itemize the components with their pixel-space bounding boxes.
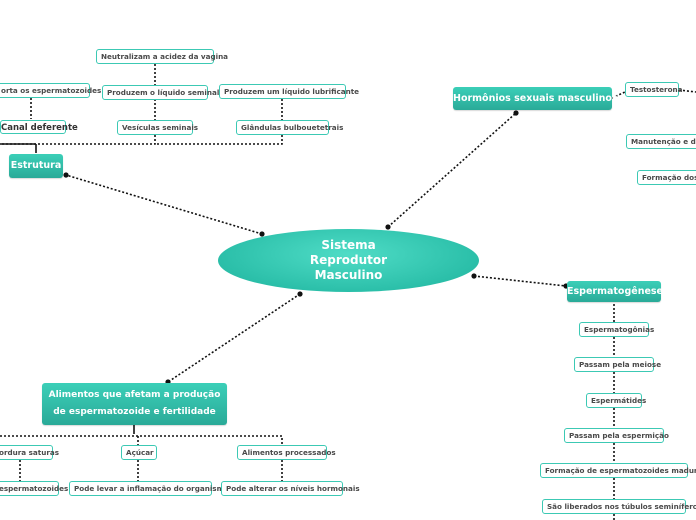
topic-transporta-espermatozoides[interactable]: orta os espermatozoides	[0, 83, 101, 98]
central-topic[interactable]: Sistema Reprodutor Masculino	[218, 229, 479, 292]
topic-processados-label: Alimentos processados	[242, 448, 336, 457]
topic-transporta-label: orta os espermatozoides	[1, 86, 102, 95]
topic-gordura-saturada[interactable]: ordura saturas	[0, 445, 59, 460]
topic-acucar-label: Açúcar	[126, 448, 154, 457]
topic-espermatogonias[interactable]: Espermatogônias	[579, 322, 654, 337]
topic-manutencao-label: Manutenção e des	[631, 137, 696, 146]
topic-formacao[interactable]: Formação dos p	[637, 170, 696, 185]
topic-espermatides[interactable]: Espermátides	[586, 393, 646, 408]
topic-acucar-effect-label: Pode levar a inflamação do organismo	[74, 484, 229, 493]
branch-estrutura-label: Estrutura	[10, 160, 62, 171]
branch-hormonios[interactable]: Hormônios sexuais masculinos	[453, 87, 618, 110]
topic-produzem-liquido-label: Produzem o líquido seminal	[107, 88, 220, 97]
topic-espermatogonias-label: Espermatogônias	[584, 325, 655, 334]
topic-formacao-espermatozoides-label: Formação de espermatozoides maduros	[545, 466, 696, 475]
topic-acucar-effect[interactable]: Pode levar a inflamação do organismo	[69, 481, 229, 496]
topic-canal-deferente-label: Canal deferente	[1, 123, 78, 133]
topic-formacao-espermatozoides[interactable]: Formação de espermatozoides maduros	[540, 463, 696, 478]
branch-hormonios-label: Hormônios sexuais masculinos	[453, 93, 618, 104]
central-topic-label: Sistema Reprodutor Masculino	[309, 238, 388, 282]
topic-glandulas-label: Glândulas bulbouetetrais	[241, 123, 344, 132]
topic-gordura-effect[interactable]: espermatozoides	[0, 481, 68, 496]
topic-gordura-label: ordura saturas	[0, 448, 59, 457]
topic-formacao-label: Formação dos p	[642, 173, 696, 182]
topic-canal-deferente[interactable]: Canal deferente	[0, 120, 78, 134]
topic-glandulas-bulbouretrais[interactable]: Glândulas bulbouetetrais	[236, 120, 343, 135]
topic-processados-effect-label: Pode alterar os níveis hormonais	[226, 484, 360, 493]
connector-center-estrutura	[65, 174, 263, 235]
topic-testosterona-label: Testosterona	[630, 85, 683, 94]
topic-passam-meiose-label: Passam pela meiose	[579, 360, 662, 369]
branch-espermatogenese[interactable]: Espermatogênese	[567, 281, 663, 302]
topic-vesiculas-label: Vesículas seminais	[122, 123, 199, 132]
connector-center-hormonios	[387, 112, 517, 228]
topic-lubrificante-label: Produzem um líquido lubrificante	[224, 87, 360, 96]
topic-vesiculas-seminais[interactable]: Vesículas seminais	[117, 120, 198, 135]
topic-neutralizam-acidez[interactable]: Neutralizam a acidez da vagina	[96, 49, 228, 64]
topic-alimentos-processados[interactable]: Alimentos processados	[237, 445, 336, 460]
branch-estrutura[interactable]: Estrutura	[9, 154, 63, 178]
topic-liquido-lubrificante[interactable]: Produzem um líquido lubrificante	[219, 84, 359, 99]
branch-espermatogenese-label: Espermatogênese	[567, 286, 663, 297]
topic-gordura-effect-label: espermatozoides	[0, 484, 69, 493]
topic-testosterona[interactable]: Testosterona	[625, 82, 683, 97]
topic-produzem-liquido-seminal[interactable]: Produzem o líquido seminal	[102, 85, 219, 100]
connector-center-espermatogenese	[473, 275, 567, 287]
branch-alimentos[interactable]: Alimentos que afetam a produção de esper…	[42, 383, 227, 425]
topic-liberados-tubulos[interactable]: São liberados nos túbulos seminíferos	[542, 499, 696, 514]
topic-manutencao[interactable]: Manutenção e des	[626, 134, 696, 149]
topic-acucar[interactable]: Açúcar	[121, 445, 157, 460]
topic-neutralizam-label: Neutralizam a acidez da vagina	[101, 52, 229, 61]
topic-processados-effect[interactable]: Pode alterar os níveis hormonais	[221, 481, 360, 496]
topic-passam-espermicao-label: Passam pela espermição	[569, 431, 669, 440]
topic-liberados-tubulos-label: São liberados nos túbulos seminíferos	[547, 502, 696, 511]
topic-passam-meiose[interactable]: Passam pela meiose	[574, 357, 661, 372]
topic-espermatides-label: Espermátides	[591, 396, 647, 405]
branch-alimentos-label: Alimentos que afetam a produção de esper…	[48, 390, 221, 417]
topic-passam-espermicao[interactable]: Passam pela espermição	[564, 428, 669, 443]
connector-center-alimentos	[167, 293, 301, 383]
